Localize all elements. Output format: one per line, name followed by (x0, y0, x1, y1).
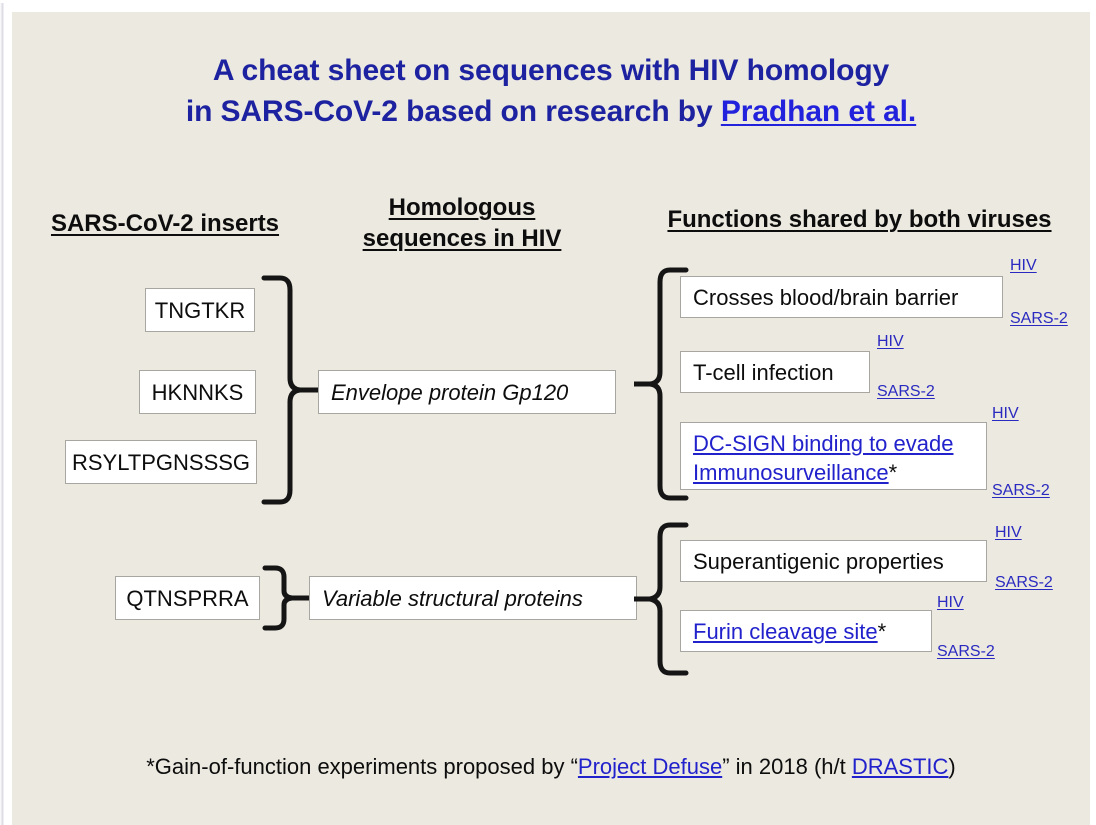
tag-hiv-tcell[interactable]: HIV (877, 333, 904, 350)
title-line-2: in SARS-CoV-2 based on research by Pradh… (12, 91, 1090, 132)
page-edge-left (0, 0, 4, 825)
drastic-link[interactable]: DRASTIC (851, 754, 949, 779)
insert-label: TNGTKR (154, 297, 246, 323)
pradhan-et-al-link[interactable]: Pradhan et al. (720, 95, 917, 128)
column-header-inserts-label: SARS-CoV-2 inserts (50, 210, 280, 237)
homologous-box-gp120: Envelope protein Gp120 (318, 370, 616, 414)
footnote-part-1: *Gain-of-function experiments proposed b… (146, 754, 578, 779)
function-label: Superantigenic properties (693, 548, 944, 574)
column-header-homologous-line1: Homologous (388, 194, 536, 221)
dc-sign-line2: Immunosurveillance (693, 460, 889, 485)
tag-hiv-superantigenic[interactable]: HIV (995, 524, 1022, 541)
function-box-t-cell-infection: T-cell infection (680, 351, 870, 393)
brace-varprot-to-functions (634, 522, 689, 676)
function-label: Crosses blood/brain barrier (693, 284, 959, 310)
title-line-1: A cheat sheet on sequences with HIV homo… (212, 54, 890, 87)
tag-sars2-superantigenic[interactable]: SARS-2 (995, 574, 1053, 591)
function-label: T-cell infection (693, 359, 834, 385)
insert-box-qtnsprra: QTNSPRRA (115, 576, 260, 620)
column-header-homologous: Homologous sequences in HIV (342, 192, 582, 254)
column-header-functions: Functions shared by both viruses (637, 204, 1082, 235)
column-header-homologous-line2: sequences in HIV (362, 225, 562, 252)
insert-label: RSYLTPGNSSSG (71, 449, 251, 475)
brace-gp120-to-functions (634, 267, 689, 501)
tag-sars2-dcsign[interactable]: SARS-2 (992, 482, 1050, 499)
footnote-part-2: ” in 2018 (h/t (722, 754, 852, 779)
furin-cleavage-site-link[interactable]: Furin cleavage site (693, 618, 878, 644)
column-header-functions-label: Functions shared by both viruses (667, 206, 1052, 233)
footnote: *Gain-of-function experiments proposed b… (12, 752, 1090, 781)
tag-hiv-bbb[interactable]: HIV (1010, 257, 1037, 274)
function-box-superantigenic-properties: Superantigenic properties (680, 540, 987, 582)
insert-box-rsyltpgnsssg: RSYLTPGNSSSG (65, 440, 257, 484)
brace-inserts-to-gp120 (261, 275, 321, 505)
tag-sars2-bbb[interactable]: SARS-2 (1010, 310, 1068, 327)
page-edge-top (0, 0, 1096, 3)
insert-box-tngtkr: TNGTKR (145, 288, 255, 332)
column-header-inserts: SARS-CoV-2 inserts (40, 208, 290, 239)
homologous-box-variable-structural-proteins: Variable structural proteins (309, 576, 637, 620)
function-box-furin-cleavage-site: Furin cleavage site* (680, 610, 932, 652)
dc-sign-line1: DC-SIGN binding to evade (693, 431, 954, 456)
tag-sars2-tcell[interactable]: SARS-2 (877, 383, 935, 400)
tag-hiv-furin[interactable]: HIV (937, 594, 964, 611)
insert-label: QTNSPRRA (126, 585, 249, 611)
page-title: A cheat sheet on sequences with HIV homo… (12, 50, 1090, 132)
homologous-label: Variable structural proteins (322, 585, 583, 611)
slide-canvas: A cheat sheet on sequences with HIV homo… (12, 12, 1090, 825)
footnote-asterisk-marker: * (888, 460, 898, 485)
brace-qtnsprra-to-varprot (262, 565, 312, 631)
title-line-2-prefix: in SARS-CoV-2 based on research by (185, 95, 721, 128)
insert-box-hknnks: HKNNKS (139, 370, 256, 414)
tag-sars2-furin[interactable]: SARS-2 (937, 643, 995, 660)
project-defuse-link[interactable]: Project Defuse (577, 754, 723, 779)
homologous-label: Envelope protein Gp120 (331, 379, 569, 405)
footnote-asterisk-marker: * (877, 618, 887, 644)
function-box-crosses-blood-brain-barrier: Crosses blood/brain barrier (680, 276, 1003, 318)
insert-label: HKNNKS (151, 379, 244, 405)
tag-hiv-dcsign[interactable]: HIV (992, 405, 1019, 422)
footnote-part-3: ) (948, 754, 956, 779)
